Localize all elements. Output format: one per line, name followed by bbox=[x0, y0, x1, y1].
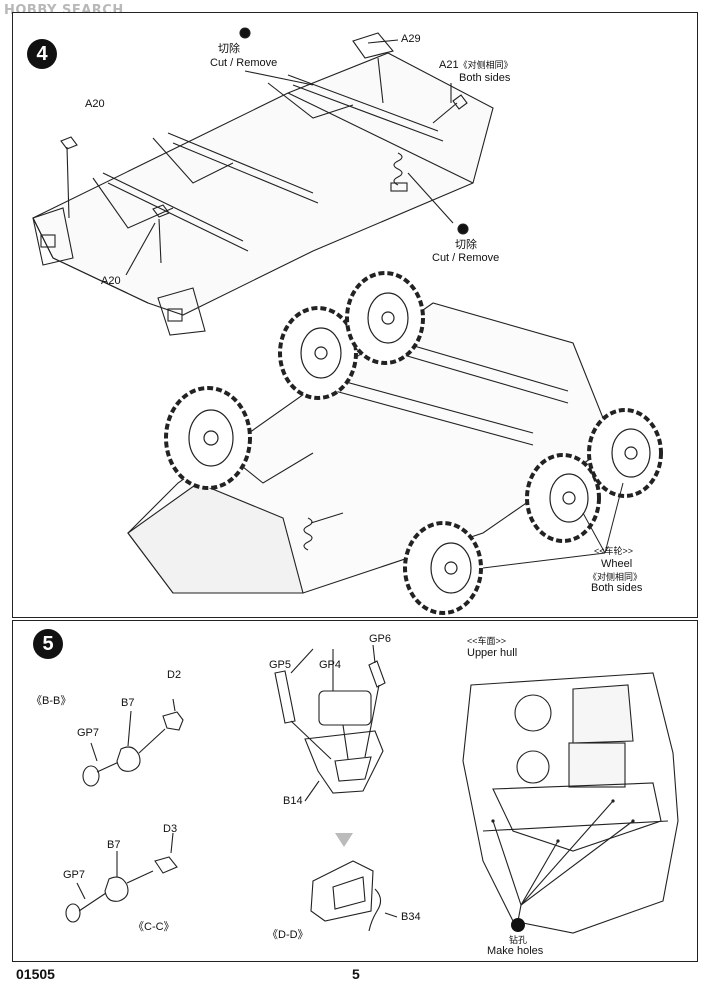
chassis-assembly-drawing bbox=[32, 27, 663, 615]
section-cc-label: 《C-C》 bbox=[133, 921, 175, 933]
both-sides-label: Both sides bbox=[459, 72, 511, 84]
wheel-label-cn: <<车轮>> bbox=[594, 546, 634, 556]
drill-label-cn: 钻孔 bbox=[509, 935, 528, 945]
wheel-side-label-cn: 《对侧相同》 bbox=[588, 572, 643, 582]
part-b34-label: B34 bbox=[401, 911, 421, 923]
wheel-label: Wheel bbox=[601, 558, 633, 570]
page-number: 5 bbox=[352, 966, 360, 982]
part-d3-label: D3 bbox=[163, 823, 178, 835]
upper-hull-label: Upper hull bbox=[467, 647, 518, 659]
make-holes-label: Make holes bbox=[487, 945, 544, 957]
cut-remove-label: Cut / Remove bbox=[210, 57, 278, 69]
part-a20-top-label: A20 bbox=[85, 98, 105, 110]
product-code: 01505 bbox=[16, 966, 55, 982]
part-gp5-label: GP5 bbox=[269, 659, 292, 671]
upper-hull-label-cn: <<车面>> bbox=[467, 636, 507, 646]
part-b7-top-label: B7 bbox=[121, 697, 135, 709]
part-b7-bottom-label: B7 bbox=[107, 839, 121, 851]
wheel-both-sides-label: Both sides bbox=[591, 582, 643, 594]
section-dd-label: 《D-D》 bbox=[267, 929, 309, 941]
part-b14-label: B14 bbox=[283, 795, 303, 807]
part-gp4-label: GP4 bbox=[319, 659, 342, 671]
upper-hull-assembly-drawing bbox=[65, 644, 679, 934]
step-number: 4 bbox=[27, 39, 57, 69]
cut-label-cn: 切除 bbox=[218, 43, 240, 55]
step-number: 5 bbox=[33, 629, 63, 659]
cut-remove-label-2: Cut / Remove bbox=[432, 252, 500, 264]
part-gp7-top-label: GP7 bbox=[77, 727, 100, 739]
part-a21-label: A21《对侧相同》 bbox=[439, 59, 513, 71]
wheel-icons bbox=[164, 271, 663, 615]
cut-label-cn-2: 切除 bbox=[455, 239, 477, 251]
step-4-panel: 4 bbox=[12, 12, 698, 618]
part-gp6-label: GP6 bbox=[369, 633, 392, 645]
part-a29-label: A29 bbox=[401, 33, 421, 45]
section-bb-label: 《B-B》 bbox=[31, 695, 72, 707]
part-d2-label: D2 bbox=[167, 669, 182, 681]
part-a20-bottom-label: A20 bbox=[101, 275, 121, 287]
step-5-panel: 5 bbox=[12, 620, 698, 962]
part-gp7-bottom-label: GP7 bbox=[63, 869, 86, 881]
